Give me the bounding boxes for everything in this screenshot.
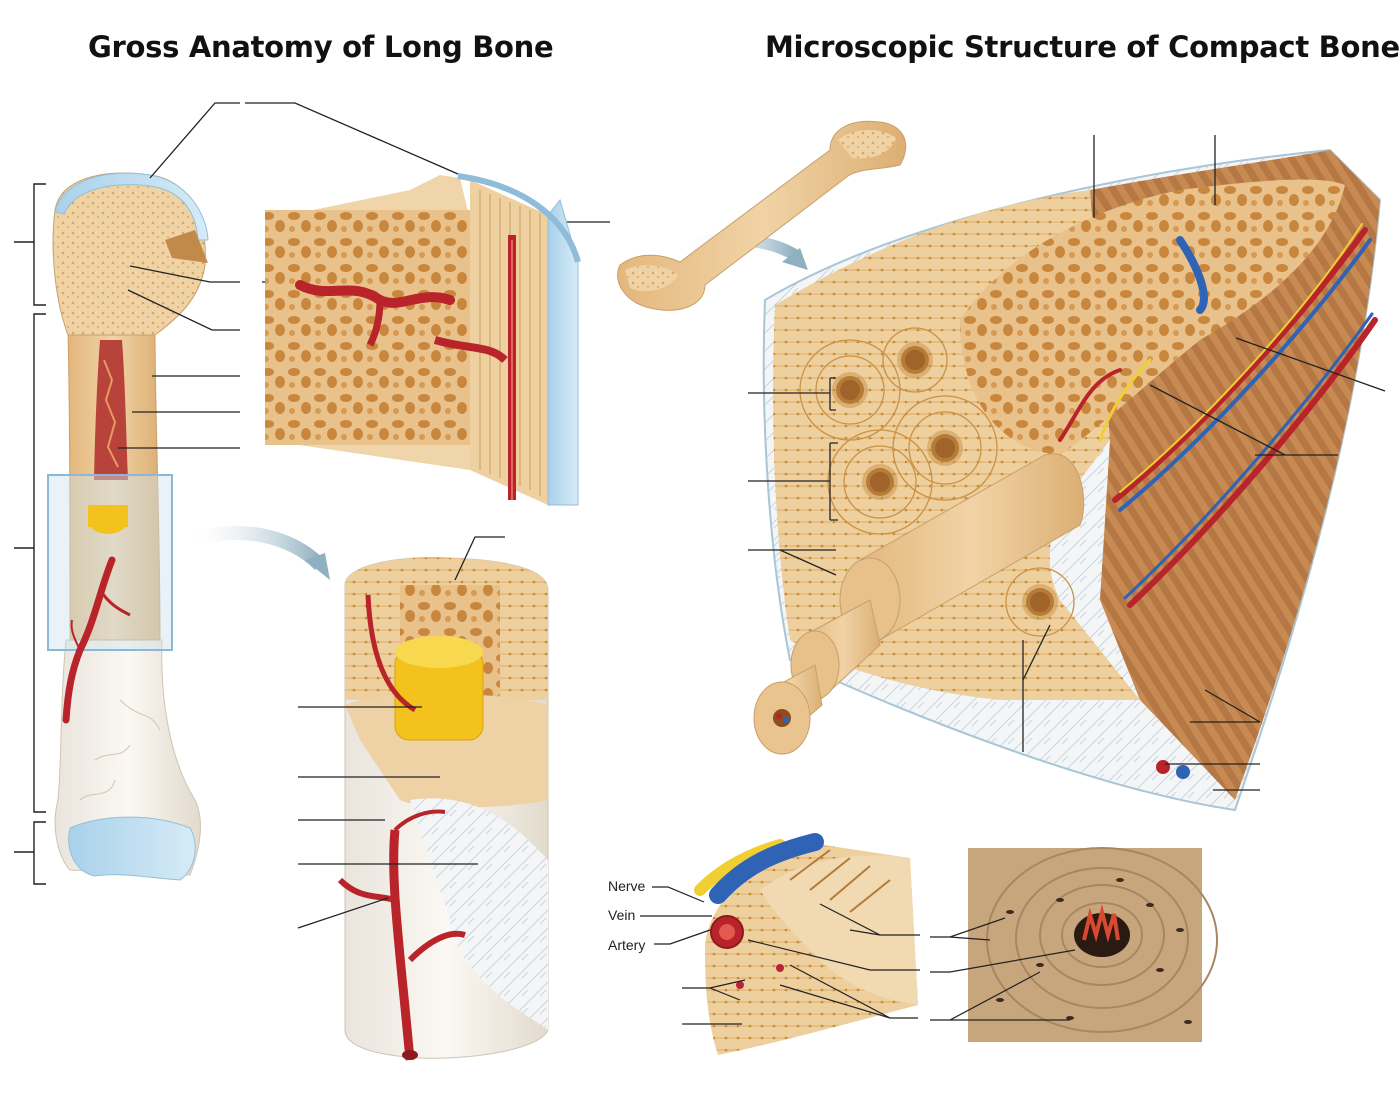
spongy-bone-block: [265, 173, 581, 506]
title-microscopic-structure: Microscopic Structure of Compact Bone: [765, 30, 1400, 64]
vein-label: Vein: [608, 907, 635, 923]
osteon-micrograph: [968, 847, 1218, 1042]
diaphysis-leader-lines: [297, 536, 505, 929]
microscopic-leader-lines: [748, 135, 1386, 791]
lamella-leader-lines: [640, 886, 920, 1025]
nerve-label: Nerve: [608, 878, 646, 894]
artery-label: Artery: [608, 937, 645, 953]
arrow-head-left: [305, 553, 330, 580]
compact-bone-wedge: [753, 148, 1382, 812]
diaphysis-section: [337, 557, 549, 1061]
micrograph-leader-lines: [930, 917, 1076, 1021]
lamella-detail: [694, 833, 918, 1055]
small-femur-icon: [617, 120, 907, 311]
title-gross-anatomy: Gross Anatomy of Long Bone: [88, 30, 554, 64]
arrow-head-right: [782, 248, 808, 270]
region-brackets: [14, 183, 46, 885]
zoom-arrow-left: [192, 526, 325, 571]
long-bone-illustration: [47, 172, 209, 881]
